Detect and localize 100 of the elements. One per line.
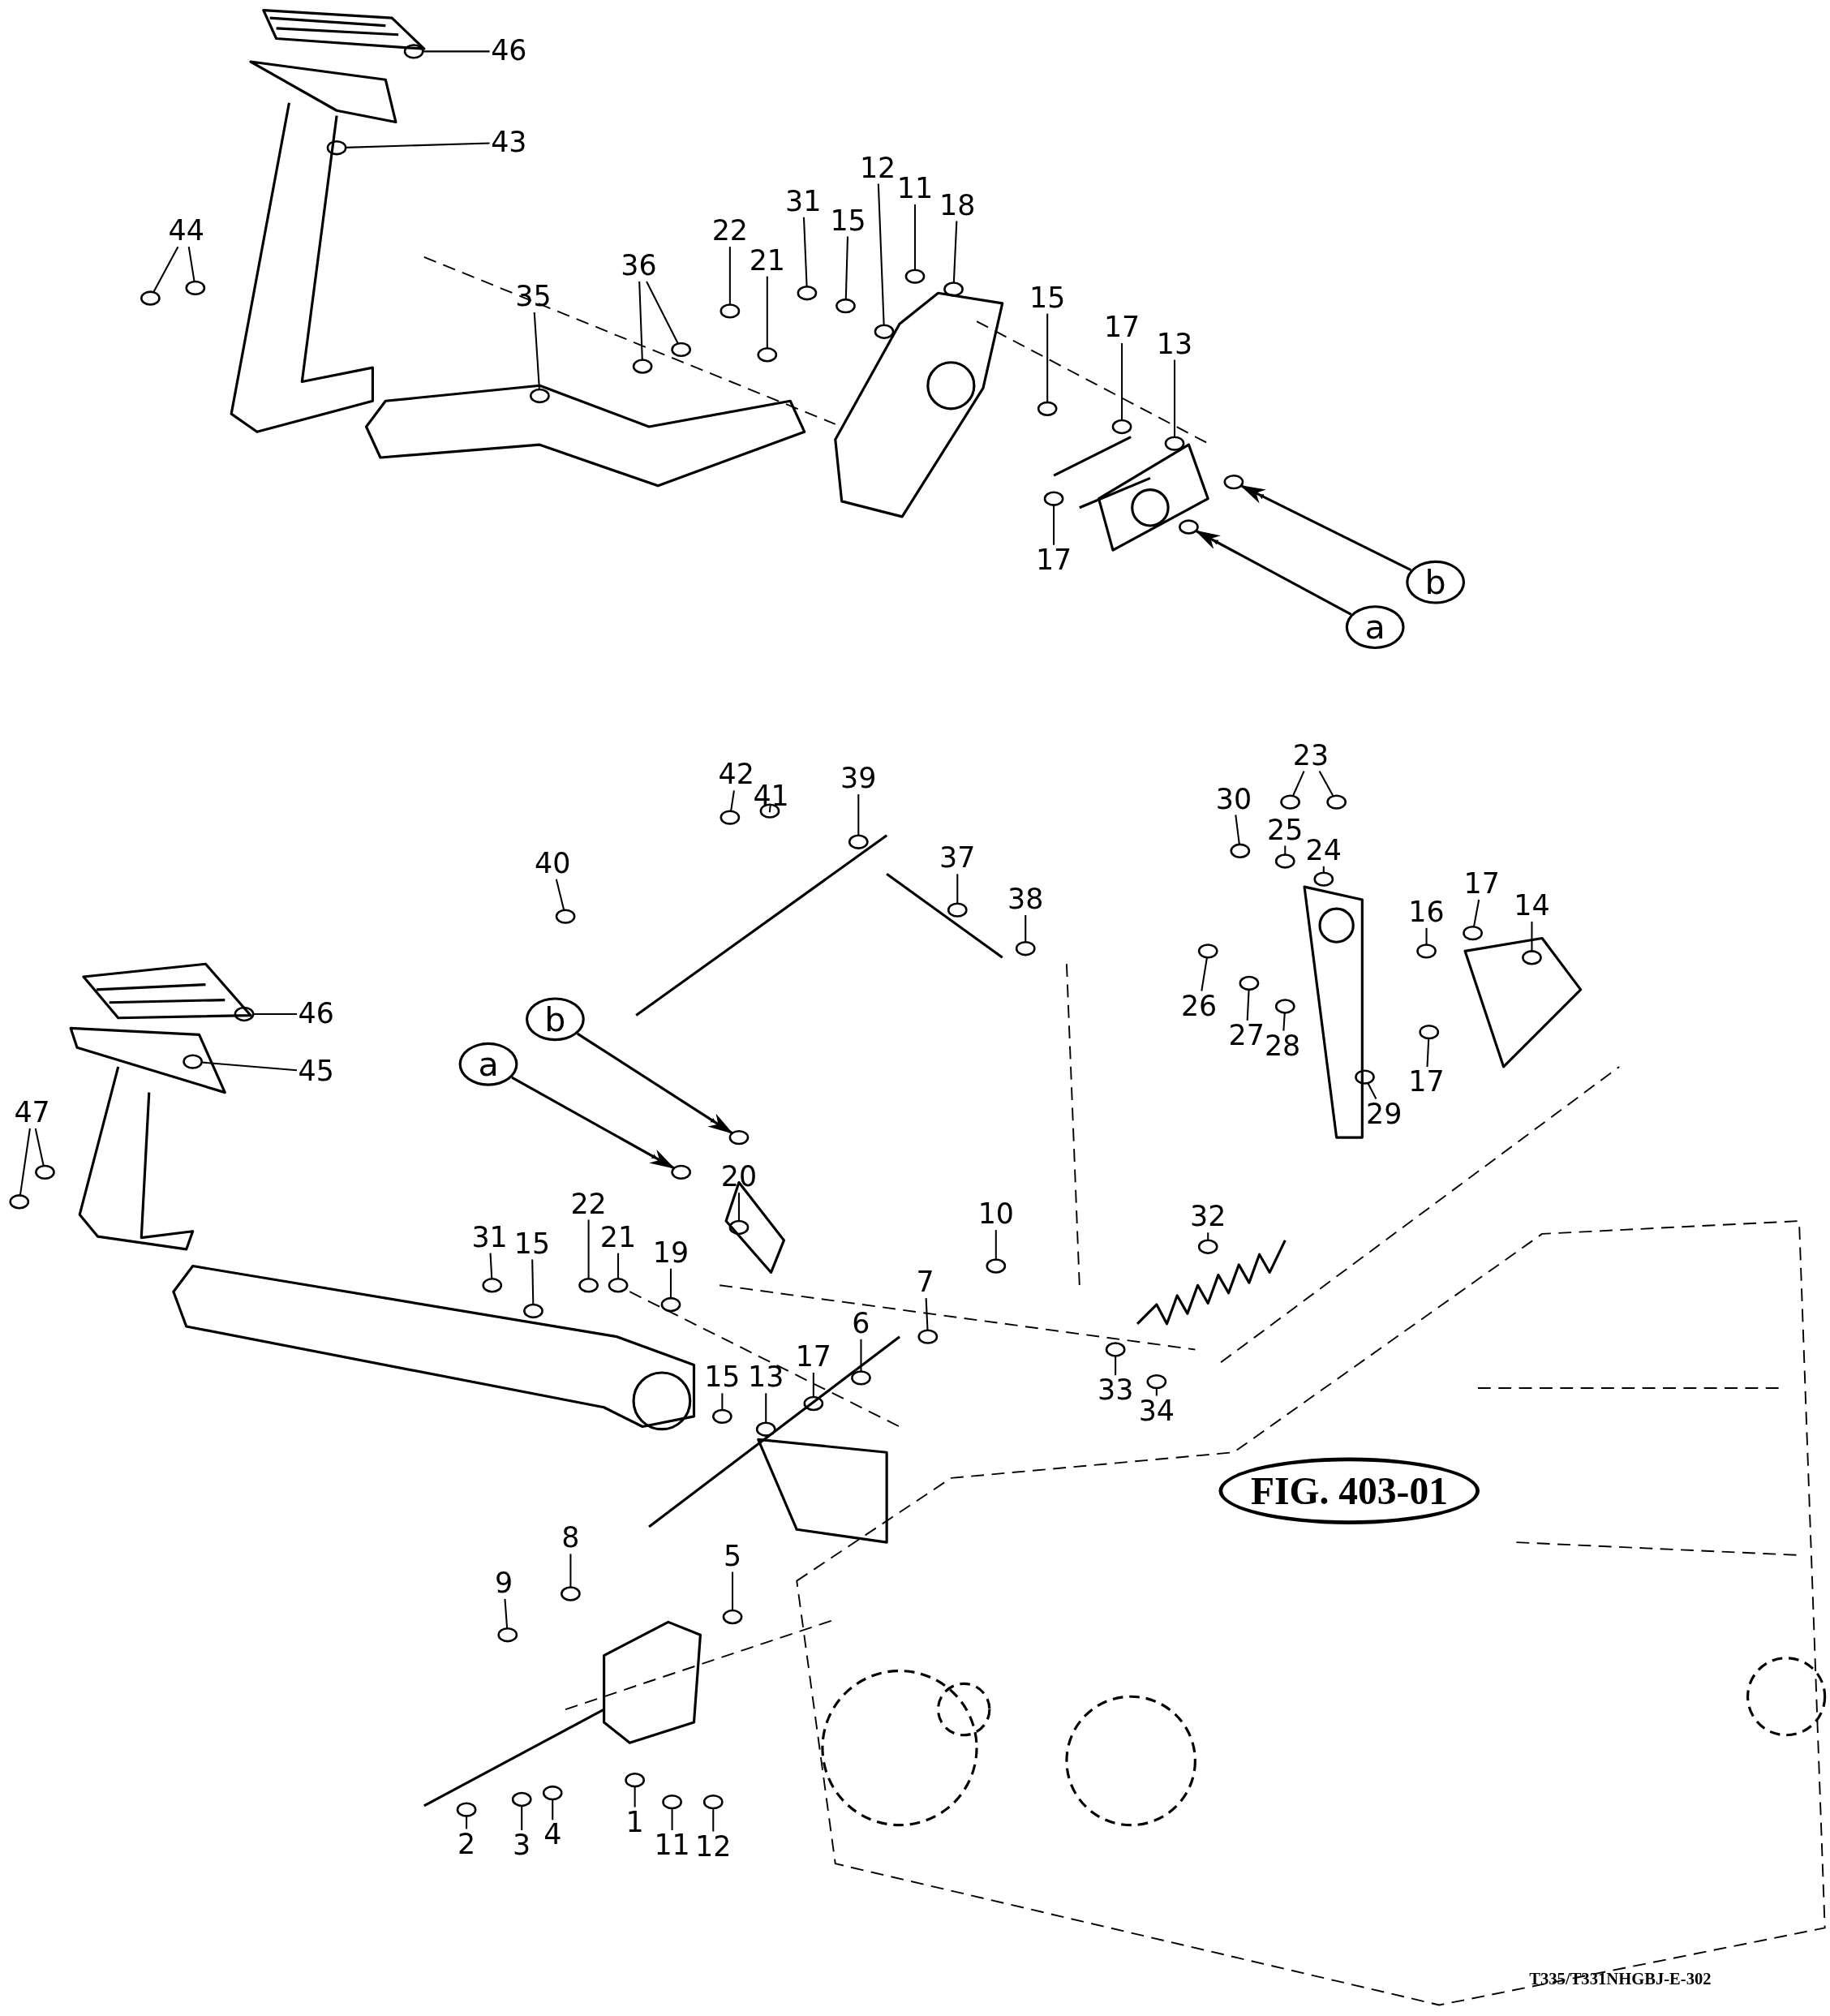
leader-line xyxy=(617,1253,620,1279)
part-drawing xyxy=(720,810,741,825)
part-drawing xyxy=(917,1329,939,1344)
callout-number: 36 xyxy=(619,250,659,282)
leader-line xyxy=(1292,771,1305,797)
part-drawing xyxy=(947,902,968,918)
callout-number: 46 xyxy=(489,36,529,67)
part-drawing xyxy=(943,282,964,297)
part-drawing xyxy=(140,290,161,306)
leader-line xyxy=(1115,1356,1117,1376)
callout-number: 24 xyxy=(1304,835,1343,866)
leader-line xyxy=(671,1808,673,1830)
part-drawing xyxy=(1355,1069,1375,1085)
part-drawing xyxy=(1179,519,1199,535)
leader-line xyxy=(253,1012,297,1015)
callout-number: 15 xyxy=(513,1228,552,1260)
callout-number: 15 xyxy=(1028,282,1067,314)
leader-line xyxy=(504,1598,509,1629)
leader-line xyxy=(638,281,643,360)
leader-line xyxy=(187,247,195,282)
leader-line xyxy=(732,1571,734,1611)
leader-line xyxy=(721,1393,724,1410)
reference-letter-circle: b xyxy=(525,997,585,1042)
callout-number: 9 xyxy=(493,1567,514,1599)
leader-line xyxy=(913,204,917,270)
part-drawing xyxy=(1274,999,1295,1014)
callout-number: 17 xyxy=(1102,312,1141,343)
part-drawing xyxy=(1105,1342,1126,1357)
leader-line xyxy=(1425,927,1428,945)
callout-number: 17 xyxy=(1462,868,1501,900)
leader-line xyxy=(1025,915,1027,943)
leader-line xyxy=(1155,1388,1158,1396)
callout-number: 31 xyxy=(470,1222,509,1253)
part-drawing xyxy=(511,1791,532,1808)
part-drawing xyxy=(720,303,741,319)
part-drawing xyxy=(722,1609,743,1625)
leader-line xyxy=(531,1259,535,1305)
leader-line xyxy=(952,221,958,283)
callout-number: 33 xyxy=(1096,1375,1135,1407)
callout-number: 12 xyxy=(694,1831,733,1863)
part-drawing xyxy=(757,347,778,363)
callout-number: 19 xyxy=(651,1237,690,1269)
leader-line xyxy=(1174,359,1176,437)
part-drawing xyxy=(1280,794,1300,810)
callout-number: 38 xyxy=(1006,884,1045,915)
part-drawing xyxy=(1313,871,1334,887)
callout-number: 17 xyxy=(794,1342,833,1373)
part-drawing xyxy=(530,388,550,404)
leader-line xyxy=(552,1799,554,1820)
part-drawing xyxy=(523,1303,543,1319)
callout-number: 15 xyxy=(828,205,868,237)
reference-letter-circle: b xyxy=(1406,560,1466,604)
leader-line xyxy=(152,246,179,293)
leader-line xyxy=(533,312,540,390)
callout-number: 13 xyxy=(1155,329,1194,360)
part-drawing xyxy=(185,280,206,296)
part-drawing xyxy=(183,1054,203,1069)
part-drawing xyxy=(9,1194,30,1210)
callout-number: 23 xyxy=(1291,740,1330,772)
part-drawing xyxy=(497,1627,518,1643)
leader-line xyxy=(1426,1038,1430,1067)
callout-number: 17 xyxy=(1034,544,1073,576)
part-drawing xyxy=(874,324,895,339)
leader-line xyxy=(646,281,679,344)
leader-line xyxy=(860,1339,862,1372)
leader-line xyxy=(1367,1082,1377,1100)
leader-line xyxy=(1121,343,1123,421)
part-drawing xyxy=(625,1773,645,1788)
callout-number: 5 xyxy=(722,1541,743,1572)
part-drawing xyxy=(1197,1239,1218,1254)
reference-letter-circle: a xyxy=(458,1042,518,1086)
leader-line xyxy=(1053,505,1055,545)
callout-number: 7 xyxy=(915,1267,936,1299)
leader-line xyxy=(1284,845,1287,855)
leader-line xyxy=(712,1808,715,1832)
part-drawing xyxy=(1015,941,1036,956)
leader-line xyxy=(1201,957,1208,991)
part-drawing xyxy=(1037,401,1058,416)
leader-line xyxy=(669,1268,672,1299)
callout-number: 39 xyxy=(839,763,878,795)
leader-line xyxy=(857,794,860,836)
leader-line xyxy=(844,236,848,300)
part-drawing xyxy=(836,298,856,314)
leader-line xyxy=(489,1253,493,1279)
part-drawing xyxy=(702,1794,724,1810)
part-drawing xyxy=(904,269,926,284)
callout-number: 1 xyxy=(624,1807,646,1838)
part-drawing xyxy=(1223,474,1244,490)
part-drawing xyxy=(1146,1373,1167,1390)
callout-number: 25 xyxy=(1265,815,1305,846)
part-drawing xyxy=(1197,944,1218,959)
callout-number: 10 xyxy=(977,1199,1016,1231)
leader-line xyxy=(877,183,885,325)
part-drawing xyxy=(1239,975,1260,991)
part-drawing xyxy=(1111,419,1132,435)
leader-line xyxy=(956,874,959,904)
callout-number: 17 xyxy=(1407,1066,1446,1098)
part-drawing xyxy=(1419,1025,1440,1040)
leader-line xyxy=(1318,771,1334,797)
leader-line xyxy=(587,1219,590,1279)
